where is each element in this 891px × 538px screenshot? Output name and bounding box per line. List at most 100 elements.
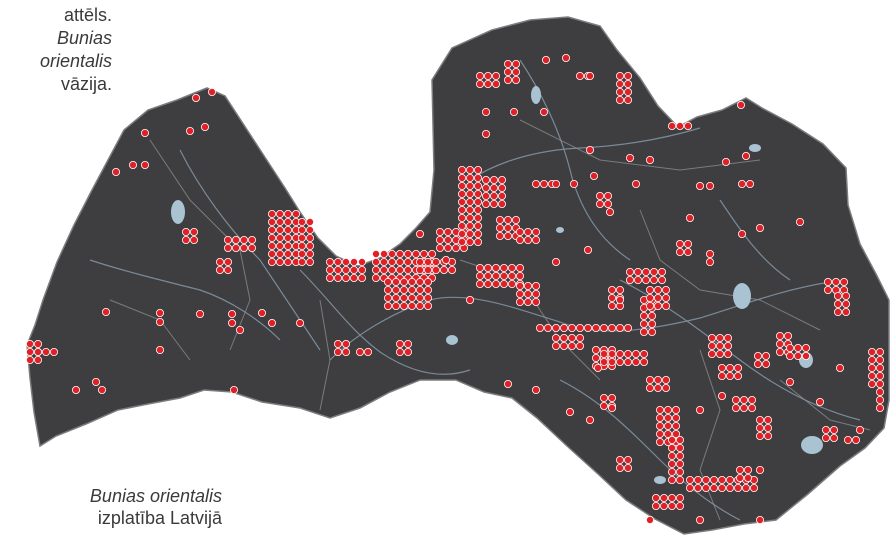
occurrence-marker [349,257,358,266]
occurrence-marker [231,243,240,252]
occurrence-marker [341,257,350,266]
occurrence-marker [754,359,763,368]
occurrence-marker [512,60,521,69]
occurrence-marker [489,175,498,184]
occurrence-marker [656,437,665,446]
occurrence-marker [532,289,541,298]
occurrence-marker [750,483,759,492]
occurrence-marker [215,257,224,266]
occurrence-marker [229,385,238,394]
occurrence-marker [852,435,861,444]
occurrence-marker [532,235,541,244]
occurrence-marker [507,263,516,272]
occurrence-marker [512,76,521,85]
occurrence-marker [267,233,276,242]
occurrence-marker [842,291,851,300]
occurrence-marker [495,223,504,232]
occurrence-marker [495,231,504,240]
occurrence-marker [475,263,484,272]
occurrence-marker [140,128,149,137]
occurrence-marker [662,383,671,392]
occurrence-marker [481,183,490,192]
occurrence-marker [586,145,595,154]
occurrence-marker [762,359,771,368]
occurrence-marker [443,227,452,236]
occurrence-marker [640,349,649,358]
occurrence-marker [686,475,695,484]
occurrence-marker [648,327,657,336]
occurrence-marker [267,217,276,226]
occurrence-marker [672,429,681,438]
occurrence-marker [411,249,420,258]
occurrence-marker [457,213,466,222]
occurrence-marker [497,191,506,200]
occurrence-marker [540,108,549,117]
occurrence-marker [676,435,685,444]
occurrence-marker [856,425,865,434]
occurrence-marker [371,273,380,282]
occurrence-marker [740,403,749,412]
occurrence-marker [481,199,490,208]
occurrence-marker [696,405,705,414]
occurrence-marker [802,351,811,360]
occurrence-marker [283,241,292,250]
occurrence-marker [491,271,500,280]
occurrence-marker [215,265,224,274]
occurrence-marker [333,347,342,356]
occurrence-marker [584,245,593,254]
occurrence-marker [624,96,633,105]
occurrence-marker [489,199,498,208]
occurrence-marker [333,339,342,348]
occurrence-marker [584,323,593,332]
occurrence-marker [650,275,659,284]
occurrence-marker [207,88,216,97]
occurrence-marker [379,257,388,266]
occurrence-marker [185,127,194,136]
occurrence-marker [676,239,685,248]
occurrence-marker [796,217,805,226]
occurrence-marker [876,355,885,364]
occurrence-marker [457,229,466,238]
occurrence-marker [128,160,137,169]
occurrence-marker [473,237,482,246]
occurrence-marker [247,243,256,252]
occurrence-marker [512,68,521,77]
occurrence-marker [552,333,561,342]
occurrence-marker [475,279,484,288]
figure-caption-bottom: Bunias orientalis izplatība Latvijā [0,485,222,529]
occurrence-marker [473,221,482,230]
occurrence-marker [403,347,412,356]
occurrence-marker [650,267,659,276]
occurrence-marker [756,431,765,440]
occurrence-marker [794,351,803,360]
occurrence-marker [664,429,673,438]
occurrence-marker [297,257,306,266]
occurrence-marker [696,181,705,190]
occurrence-marker [616,72,625,81]
occurrence-marker [708,341,717,350]
occurrence-marker [668,122,677,131]
occurrence-marker [371,257,380,266]
occurrence-marker [552,179,561,188]
occurrence-marker [660,501,669,510]
occurrence-marker [275,241,284,250]
occurrence-marker [395,257,404,266]
occurrence-marker [295,318,304,327]
occurrence-marker [716,349,725,358]
occurrence-marker [646,516,655,525]
occurrence-marker [684,239,693,248]
occurrence-marker [552,257,561,266]
occurrence-marker [786,377,795,386]
occurrence-marker [608,349,617,358]
occurrence-marker [195,309,204,318]
occurrence-marker [732,395,741,404]
occurrence-marker [181,227,190,236]
occurrence-marker [660,493,669,502]
occurrence-marker [391,301,400,310]
occurrence-marker [447,265,456,274]
occurrence-marker [473,189,482,198]
occurrence-marker [275,233,284,242]
occurrence-marker [654,383,663,392]
occurrence-marker [102,307,111,316]
occurrence-marker [552,323,561,332]
